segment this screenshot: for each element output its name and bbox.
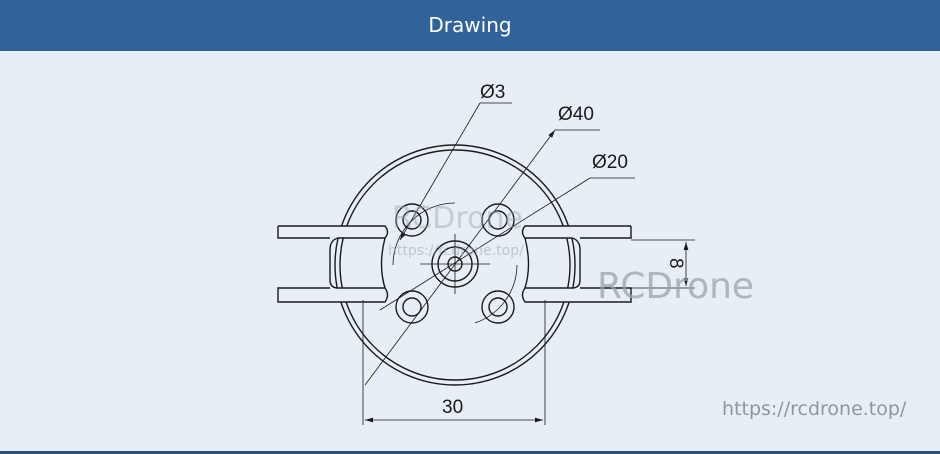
dim-hole-diameter: Ø3 (480, 82, 505, 103)
footer-url: https://rcdrone.top/ (722, 398, 907, 420)
dim-outer-diameter: Ø40 (558, 104, 594, 125)
left-arm (277, 225, 389, 303)
outer-circle (334, 144, 576, 386)
mounting-holes (395, 203, 515, 324)
dim-slot: 8 (665, 258, 686, 269)
header-title: Drawing (0, 0, 940, 51)
watermark-brand-small: RCDrone (392, 201, 523, 236)
dim-width: 30 (442, 397, 463, 418)
watermark-brand: RCDrone (597, 266, 754, 307)
right-arm (521, 225, 632, 303)
inner-rim (339, 149, 571, 381)
watermark-url: https://rcdrone.top/ (388, 243, 524, 259)
dim-pitch-diameter: Ø20 (592, 152, 628, 173)
footer-divider (0, 451, 940, 454)
